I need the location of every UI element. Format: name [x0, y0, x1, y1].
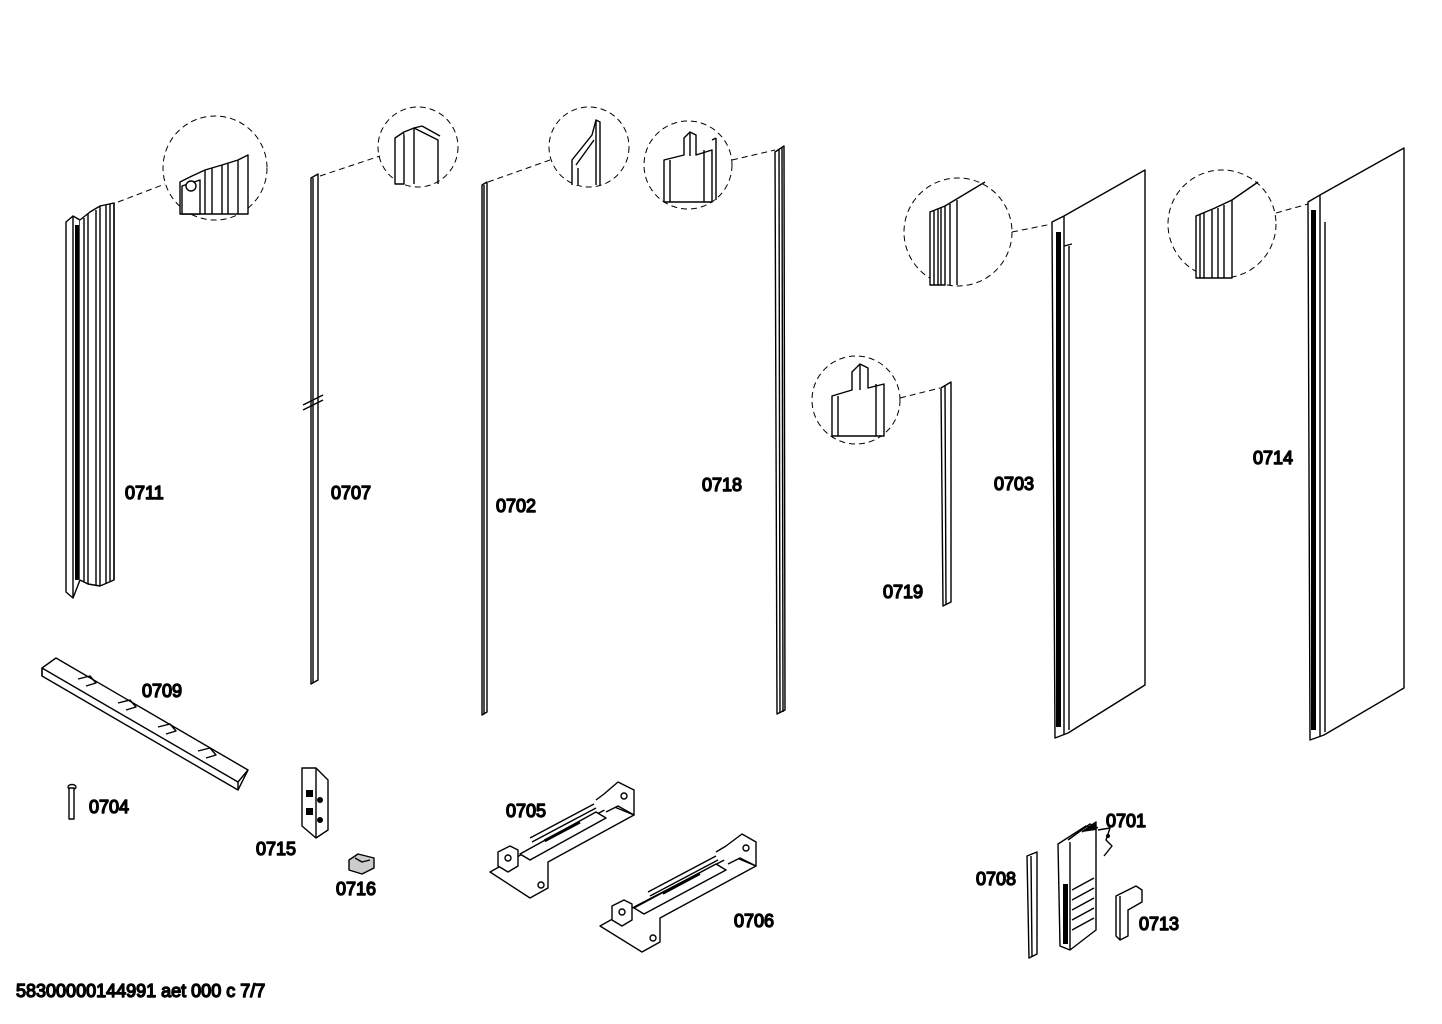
part-0702-strip: [481, 181, 488, 716]
label-0704: 0704: [89, 797, 129, 817]
part-0711-rail: [65, 202, 115, 599]
detail-callout-0711: [117, 115, 268, 221]
part-0715-bracket: [301, 767, 329, 839]
label-0713: 0713: [1139, 914, 1179, 934]
detail-callout-0714: [1167, 169, 1309, 279]
label-0705: 0705: [506, 801, 546, 821]
part-0714-panel: [1307, 147, 1405, 741]
label-0702: 0702: [496, 496, 536, 516]
label-0703: 0703: [994, 474, 1034, 494]
part-0719-strip: [940, 381, 952, 607]
part-0705-rail: [489, 781, 635, 899]
label-0707: 0707: [331, 483, 371, 503]
label-0714: 0714: [1253, 448, 1293, 468]
part-0703-panel: [1051, 169, 1146, 739]
part-0718-strip: [774, 145, 786, 715]
detail-callout-0702: [487, 106, 630, 188]
label-0716: 0716: [336, 879, 376, 899]
detail-callout-0703: [903, 177, 1053, 287]
part-0709-bar: [41, 657, 249, 791]
document-footer-code: 58300000144991 aet 000 c 7/7: [16, 981, 265, 1001]
detail-callout-0718: [643, 120, 776, 210]
label-0706: 0706: [734, 911, 774, 931]
part-labels: 0711 0707 0702 0718 0719 0703 0714 0709 …: [88, 447, 1293, 934]
part-0704-pin: [67, 783, 77, 820]
part-0701-hinge: [1057, 821, 1113, 951]
part-0716-clip: [348, 853, 375, 875]
part-0708-strip: [1026, 851, 1038, 959]
label-0715: 0715: [256, 839, 296, 859]
part-0713-piece: [1115, 885, 1143, 941]
label-0709: 0709: [142, 681, 182, 701]
label-0701: 0701: [1106, 811, 1146, 831]
label-0718: 0718: [702, 475, 742, 495]
detail-callout-0719: [811, 355, 941, 445]
detail-callout-0707: [319, 106, 459, 188]
label-0719: 0719: [883, 582, 923, 602]
label-0711: 0711: [125, 483, 164, 503]
label-0708: 0708: [976, 869, 1016, 889]
part-0706-rail: [599, 833, 757, 953]
part-0707-strip: [302, 173, 324, 685]
